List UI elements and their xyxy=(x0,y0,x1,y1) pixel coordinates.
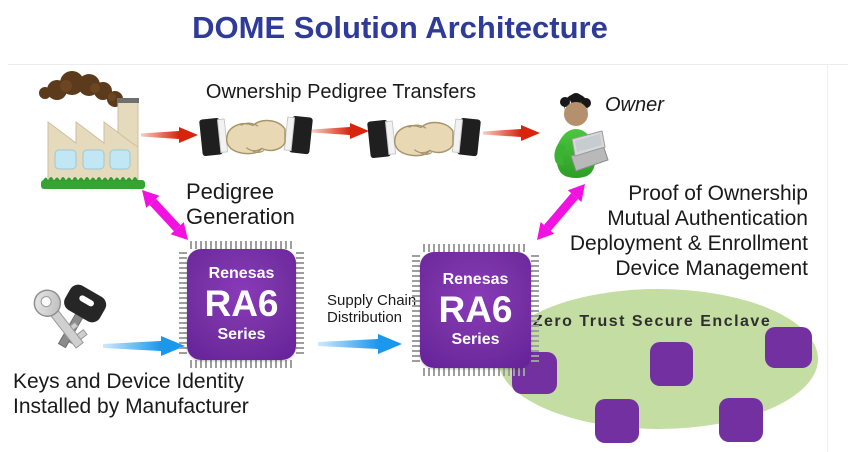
chip-pins-right xyxy=(296,252,304,357)
zero-trust-enclave-label: Zero Trust Secure Enclave xyxy=(532,313,772,330)
chip-pins-right xyxy=(531,255,539,365)
provision-arrow xyxy=(103,336,185,356)
chip-pins-left xyxy=(179,252,187,357)
ownership-transfers-label: Ownership Pedigree Transfers xyxy=(205,81,477,103)
capability-line: Mutual Authentication xyxy=(607,207,808,230)
chip-brand-label: Renesas xyxy=(208,265,275,283)
slide-divider-horizontal xyxy=(8,64,848,65)
handshake-icon xyxy=(199,116,313,157)
slide-divider-vertical xyxy=(827,64,828,452)
chip-pins-left xyxy=(412,255,420,365)
chip-series-label: Series xyxy=(217,325,266,343)
factory-icon xyxy=(39,71,145,189)
chip-pins-top xyxy=(423,244,528,252)
handshake-icon xyxy=(367,118,481,159)
enclave-node-square xyxy=(765,327,812,368)
owner-label: Owner xyxy=(605,94,664,116)
chip-body: Renesas RA6 Series xyxy=(420,252,531,368)
chip-pins-bottom xyxy=(423,368,528,376)
pedigree-generation-label: Pedigree Generation xyxy=(186,179,295,229)
chip-model-label: RA6 xyxy=(204,283,279,325)
microcontroller-chip-icon: Renesas RA6 Series xyxy=(179,241,304,368)
page-title: DOME Solution Architecture xyxy=(192,10,608,45)
ownership-proof-arrow xyxy=(537,184,585,240)
pedigree-generation-arrow xyxy=(142,190,188,240)
chip-body: Renesas RA6 Series xyxy=(187,249,296,360)
capability-line: Proof of Ownership xyxy=(628,182,808,205)
owner-capabilities-list: Proof of Ownership Mutual Authentication… xyxy=(530,181,808,281)
person-with-laptop-icon xyxy=(554,93,609,178)
chip-pins-bottom xyxy=(190,360,293,368)
microcontroller-chip-icon: Renesas RA6 Series xyxy=(412,244,539,376)
supply-chain-label: Supply Chain Distribution xyxy=(327,292,417,326)
chip-pins-top xyxy=(190,241,293,249)
transfer-arrow-1 xyxy=(141,127,198,143)
chip-brand-label: Renesas xyxy=(442,270,509,288)
capability-line: Device Management xyxy=(615,257,808,280)
keys-icon xyxy=(33,284,107,349)
supply-chain-arrow xyxy=(318,334,402,354)
enclave-node-square xyxy=(650,342,693,386)
capability-line: Deployment & Enrollment xyxy=(569,232,808,255)
keys-identity-label: Keys and Device Identity Installed by Ma… xyxy=(13,370,249,418)
chip-model-label: RA6 xyxy=(438,288,513,330)
chip-series-label: Series xyxy=(451,331,500,349)
transfer-arrow-3 xyxy=(483,125,540,141)
enclave-node-square xyxy=(595,399,639,443)
enclave-node-square xyxy=(719,398,763,442)
transfer-arrow-2 xyxy=(312,123,369,139)
